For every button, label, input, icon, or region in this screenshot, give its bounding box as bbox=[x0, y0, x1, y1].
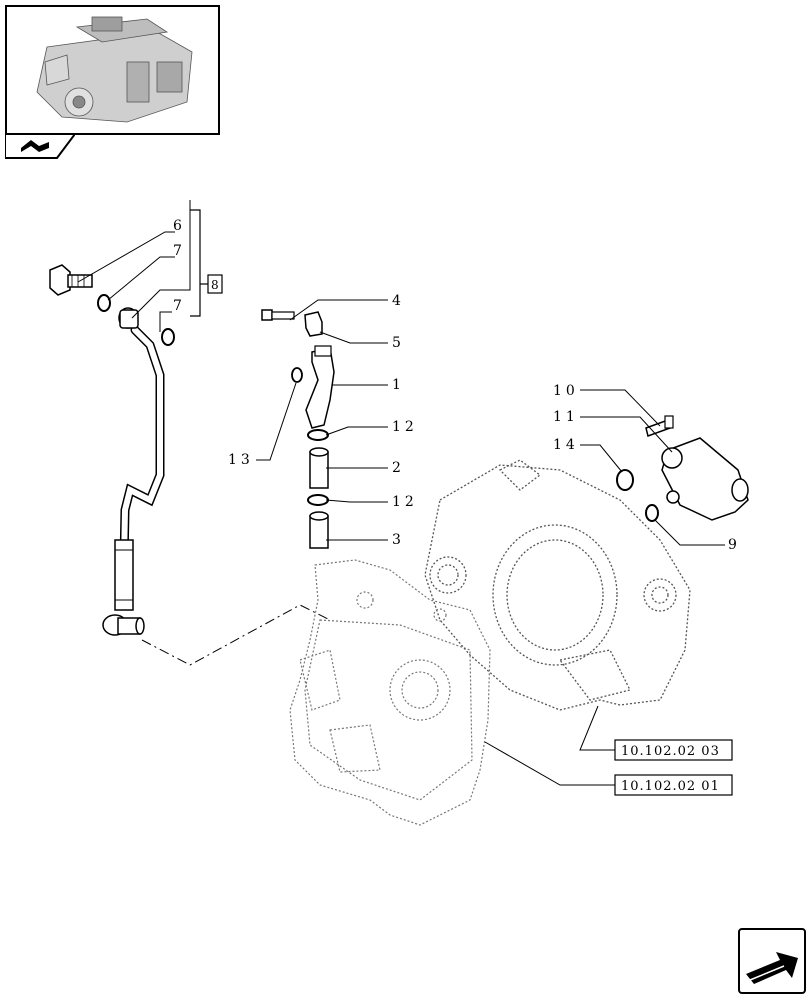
timing-case-left bbox=[289, 559, 491, 826]
cover-11 bbox=[661, 437, 749, 521]
leader-lines bbox=[77, 200, 725, 786]
label-10: 10 bbox=[553, 383, 579, 399]
pipe-1 bbox=[305, 345, 335, 429]
flywheel-housing-right bbox=[424, 459, 691, 711]
label-12b: 12 bbox=[392, 494, 418, 510]
ref-upper-text: 10.102.02 03 bbox=[621, 744, 720, 759]
oil-pipe-assembly bbox=[102, 307, 165, 636]
label-3: 3 bbox=[392, 532, 401, 548]
label-5: 5 bbox=[392, 335, 401, 351]
label-13: 13 bbox=[228, 452, 254, 468]
bolt-10 bbox=[645, 415, 674, 437]
sleeve-2 bbox=[309, 447, 329, 489]
label-6: 6 bbox=[173, 218, 182, 234]
banjo-bolt-6 bbox=[49, 264, 93, 296]
label-1: 1 bbox=[392, 377, 401, 393]
o-ring-13 bbox=[291, 367, 303, 383]
seal-9 bbox=[645, 504, 659, 522]
bolt-4 bbox=[261, 309, 295, 321]
next-page-arrow-icon bbox=[746, 952, 798, 984]
bracket-5 bbox=[304, 311, 323, 337]
book-tab[interactable] bbox=[4, 133, 77, 160]
washer-14 bbox=[616, 469, 634, 491]
label-8: 8 bbox=[211, 278, 219, 292]
label-7b: 7 bbox=[173, 298, 182, 314]
label-7a: 7 bbox=[173, 243, 182, 259]
engine-thumbnail bbox=[5, 5, 220, 135]
label-11: 11 bbox=[553, 409, 579, 425]
label-2: 2 bbox=[392, 460, 401, 476]
callouts: 6 7 8 7 4 5 1 12 2 12 3 13 10 11 14 9 bbox=[173, 218, 737, 553]
seal-ring-12a bbox=[307, 429, 329, 441]
label-12a: 12 bbox=[392, 419, 418, 435]
seal-ring-12b bbox=[307, 494, 329, 506]
ref-lower[interactable]: 10.102.02 01 bbox=[614, 774, 733, 796]
label-9: 9 bbox=[728, 537, 737, 553]
book-icon bbox=[4, 133, 77, 159]
group-bracket bbox=[190, 209, 201, 317]
ref-upper[interactable]: 10.102.02 03 bbox=[614, 739, 733, 761]
seal-washer-7b bbox=[161, 328, 175, 346]
label-8-box bbox=[207, 274, 223, 294]
connection-line bbox=[141, 604, 331, 666]
next-page-button[interactable] bbox=[738, 928, 806, 994]
label-14: 14 bbox=[553, 437, 579, 453]
seal-washer-7a bbox=[97, 294, 111, 312]
ref-lower-text: 10.102.02 01 bbox=[621, 779, 720, 794]
label-4: 4 bbox=[392, 293, 401, 309]
sleeve-3 bbox=[309, 511, 329, 549]
engine-thumbnail-image bbox=[36, 16, 193, 123]
